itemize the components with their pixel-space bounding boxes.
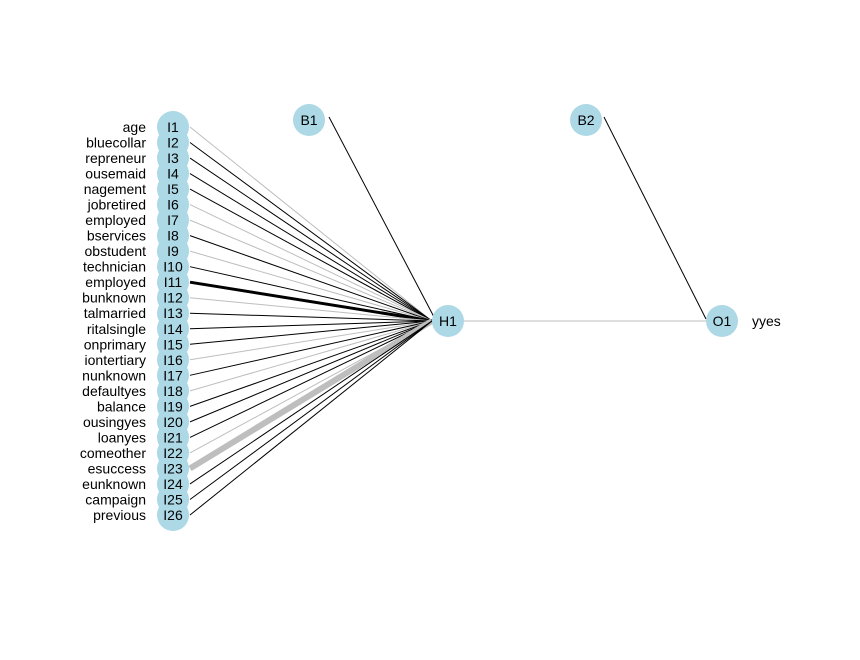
input-node-id: I25 (163, 491, 183, 507)
input-label: technician (83, 259, 146, 275)
input-node-id: I12 (163, 290, 183, 306)
input-label: employed (85, 274, 146, 290)
input-node-id: I1 (167, 119, 179, 135)
input-label: nunknown (82, 367, 146, 383)
edge-i17-h1 (189, 320, 433, 376)
input-label: bunknown (82, 290, 146, 306)
input-node-id: I13 (163, 305, 183, 321)
input-node-id: I24 (163, 476, 183, 492)
input-node-id: I4 (167, 166, 179, 182)
edge-i8-h1 (189, 235, 433, 322)
input-label: bservices (87, 228, 146, 244)
output-label: yyes (752, 313, 781, 329)
input-label: obstudent (85, 243, 147, 259)
edge-i18-h1 (189, 320, 433, 392)
input-node-id: I19 (163, 398, 183, 414)
input-label: loanyes (98, 429, 146, 445)
input-label: ritalsingle (87, 321, 146, 337)
input-label: previous (93, 507, 146, 523)
input-node-id: I22 (163, 445, 183, 461)
edge-i7-h1 (189, 219, 433, 322)
edge-i5-h1 (189, 188, 433, 322)
bias-node-b1-id: B1 (300, 112, 317, 128)
edge-i2-h1 (189, 142, 433, 322)
hidden-node-h1 (432, 305, 464, 337)
bias-node-b1 (293, 104, 325, 136)
input-node-id: I23 (163, 460, 183, 476)
edge-i19-h1 (189, 320, 433, 407)
edge-i16-h1 (189, 320, 433, 361)
edge-i14-h1 (189, 320, 433, 330)
edge-i13-h1 (189, 312, 433, 322)
edge-i26-h1 (189, 320, 433, 516)
input-label: jobretired (87, 197, 146, 213)
output-node-o1 (706, 305, 738, 337)
input-label: onprimary (84, 336, 146, 352)
edge-i20-h1 (189, 320, 433, 423)
input-node-id: I20 (163, 414, 183, 430)
input-node-id: I8 (167, 228, 179, 244)
input-label: nagement (84, 181, 146, 197)
input-node-id: I7 (167, 212, 179, 228)
input-node-id: I3 (167, 150, 179, 166)
input-node-id: I15 (163, 336, 183, 352)
input-node-id: I2 (167, 135, 179, 151)
bias-node-b2 (570, 104, 602, 136)
hidden-node-h1-id: H1 (439, 313, 457, 329)
input-label: bluecollar (86, 135, 146, 151)
edge-i1-h1 (189, 126, 433, 322)
input-node-id: I17 (163, 367, 183, 383)
input-label: campaign (85, 491, 146, 507)
bias-node-b2-id: B2 (577, 112, 594, 128)
input-node-id: I14 (163, 321, 183, 337)
input-node-id: I6 (167, 197, 179, 213)
edge-i4-h1 (189, 173, 433, 322)
input-label: employed (85, 212, 146, 228)
edge-i3-h1 (189, 157, 433, 322)
edge-i6-h1 (189, 204, 433, 322)
edge-i15-h1 (189, 320, 433, 345)
input-label: eunknown (82, 476, 146, 492)
input-label: comeother (80, 445, 146, 461)
edge-i21-h1 (189, 320, 433, 438)
edge-b1-h1 (328, 116, 435, 318)
edge-i12-h1 (189, 297, 433, 322)
input-label: age (123, 119, 147, 135)
edge-i9-h1 (189, 250, 433, 322)
input-label: balance (97, 398, 146, 414)
edge-i11-h1 (189, 280, 433, 323)
input-node-id: I26 (163, 507, 183, 523)
input-label: esuccess (88, 460, 146, 476)
input-label: iontertiary (85, 352, 146, 368)
input-node-i26 (157, 499, 189, 531)
edge-b2-o1 (603, 116, 707, 320)
input-label: ousingyes (83, 414, 146, 430)
input-node-id: I16 (163, 352, 183, 368)
input-label: talmarried (84, 305, 146, 321)
input-label: repreneur (85, 150, 146, 166)
edge-i23-h1 (188, 318, 434, 472)
input-node-id: I21 (163, 429, 183, 445)
input-node-id: I10 (163, 259, 183, 275)
edge-i10-h1 (189, 266, 433, 322)
edge-i24-h1 (189, 320, 433, 485)
input-node-id: I9 (167, 243, 179, 259)
edge-i25-h1 (189, 320, 433, 500)
input-node-id: I18 (163, 383, 183, 399)
input-label: ousemaid (85, 166, 146, 182)
input-label: defaultyes (82, 383, 146, 399)
output-node-o1-id: O1 (713, 313, 732, 329)
input-node-id: I11 (164, 274, 183, 290)
input-node-id: I5 (167, 181, 179, 197)
